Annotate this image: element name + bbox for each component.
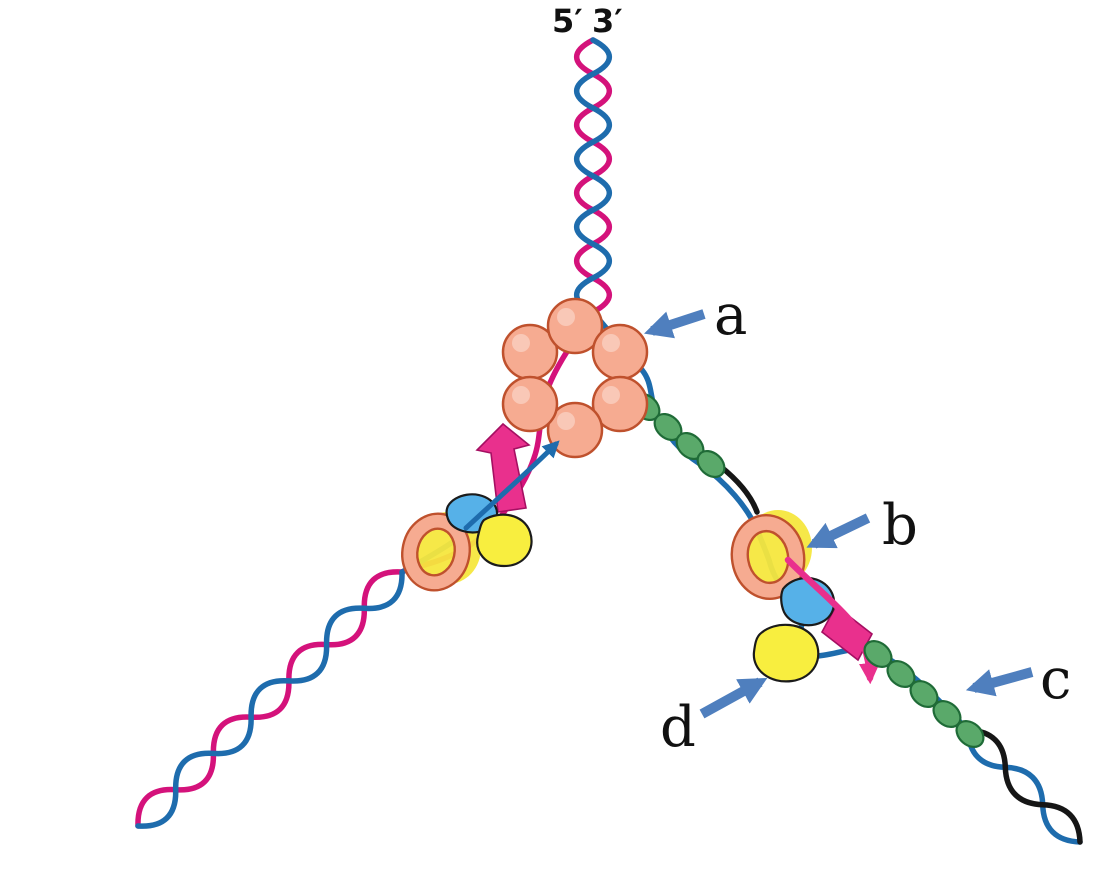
right-duplex-black [965,727,1083,845]
three-prime-label: 3′ [592,2,623,40]
protein-ball [546,401,604,459]
right-polymerase-blue-lobe [780,577,836,627]
protein-ball [501,375,559,433]
right-polymerase-yellow-lobe [752,623,820,683]
parental-duplex [573,37,613,315]
left-polymerase-yellow-lobe [476,513,533,568]
callout-arrow-b [806,513,871,549]
protein-ball [591,323,649,381]
right-replisome [730,510,880,685]
callout-label-a: a [714,283,747,348]
ssb-beads-lower [863,640,985,748]
left-duplex-pink [135,569,405,829]
protein-ball [591,375,649,433]
bead [955,720,985,748]
right-branch [590,309,1083,845]
callout-label-b: b [882,493,918,558]
left-replisome [401,422,560,592]
five-prime-label: 5′ [552,2,583,40]
bead [696,449,726,479]
right-synthesis-ribbon [820,604,874,662]
right-duplex-blue [965,727,1083,845]
callouts: a b c d [644,283,1071,760]
parental-strand-blue [573,37,613,315]
left-synthesis-ribbon-arrow [475,422,531,513]
callout-label-d: d [660,695,696,760]
left-synthesis-direction-arrow [463,440,560,531]
helicase-cluster [501,297,649,459]
callout-label-c: c [1040,647,1071,712]
callout-arrow-d [699,677,768,719]
left-duplex-blue [135,569,405,829]
callout-arrow-a [644,309,706,339]
left-sliding-clamp [401,512,471,592]
right-sliding-clamp [730,513,806,601]
protein-ball [546,297,604,355]
callout-arrow-c [965,667,1034,697]
